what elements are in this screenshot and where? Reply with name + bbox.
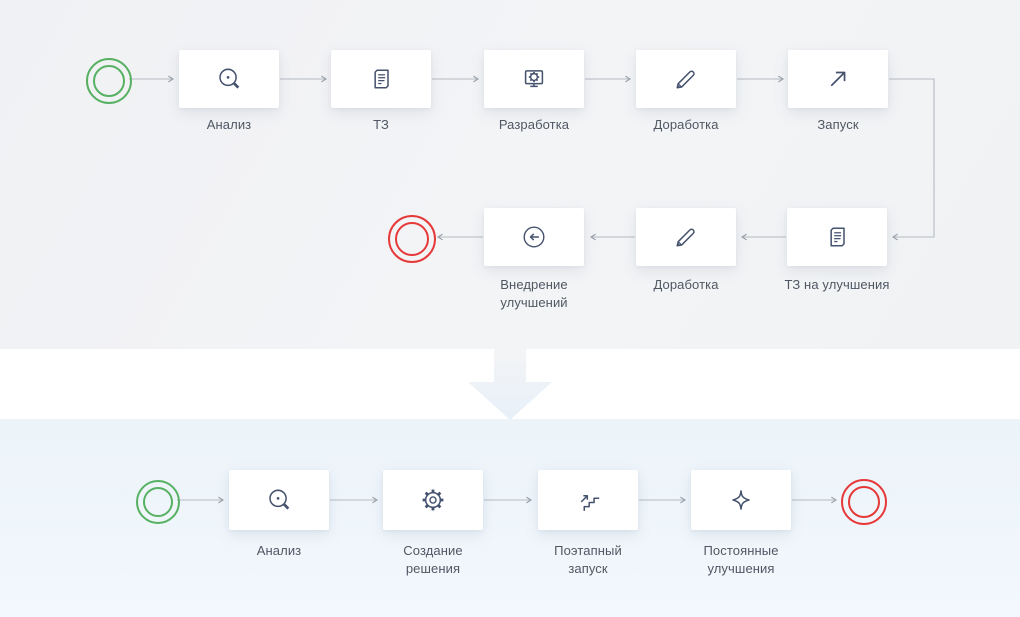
task-refinement-2: [636, 208, 736, 266]
stairs-arrow-icon: [580, 495, 600, 511]
task-label: Поэтапный запуск: [554, 543, 622, 576]
end-event-circle: [388, 215, 436, 263]
task-label: Анализ: [206, 117, 252, 132]
task-label: ТЗ: [373, 117, 389, 132]
end-event-inner-ring: [395, 222, 429, 256]
task-phased-launch: [538, 470, 638, 530]
start-event-circle: [86, 58, 132, 104]
start-event-circle: [136, 480, 180, 524]
task-improvements-rollout: [484, 208, 584, 266]
task-label: Доработка: [653, 277, 719, 292]
arrow-up-right-icon: [830, 71, 846, 87]
start-event-inner-ring: [143, 487, 173, 517]
document-icon: [830, 227, 845, 247]
task-solution-creation: [383, 470, 483, 530]
task-label: Запуск: [817, 117, 859, 132]
task-label: ТЗ на улучшения: [784, 277, 890, 292]
document-icon: [374, 69, 389, 89]
task-development: [484, 50, 584, 108]
task-improvement-spec: [787, 208, 887, 266]
arrow-left-circle-icon: [523, 226, 545, 248]
task-analysis-2: [229, 470, 329, 530]
pencil-icon: [676, 228, 695, 247]
task-launch: [788, 50, 888, 108]
task-label: Создание решения: [403, 543, 463, 576]
magnifier-icon: [219, 68, 240, 89]
pencil-icon: [676, 70, 695, 89]
big-down-arrow-icon: [468, 349, 552, 420]
magnifier-icon: [269, 489, 290, 510]
task-label: Внедрение улучшений: [500, 277, 568, 310]
task-refinement: [636, 50, 736, 108]
task-label: Постоянные улучшения: [703, 543, 779, 576]
monitor-gear-icon: [524, 70, 544, 88]
task-continuous-improvements: [691, 470, 791, 530]
task-spec: [331, 50, 431, 108]
start-event-inner-ring: [93, 65, 125, 97]
gear-icon: [422, 489, 444, 511]
task-label: Анализ: [256, 543, 302, 558]
end-event-inner-ring: [848, 486, 880, 518]
task-label: Доработка: [653, 117, 719, 132]
end-event-circle: [841, 479, 887, 525]
task-analysis: [179, 50, 279, 108]
task-label: Разработка: [498, 117, 570, 132]
sparkle-icon: [732, 490, 750, 510]
